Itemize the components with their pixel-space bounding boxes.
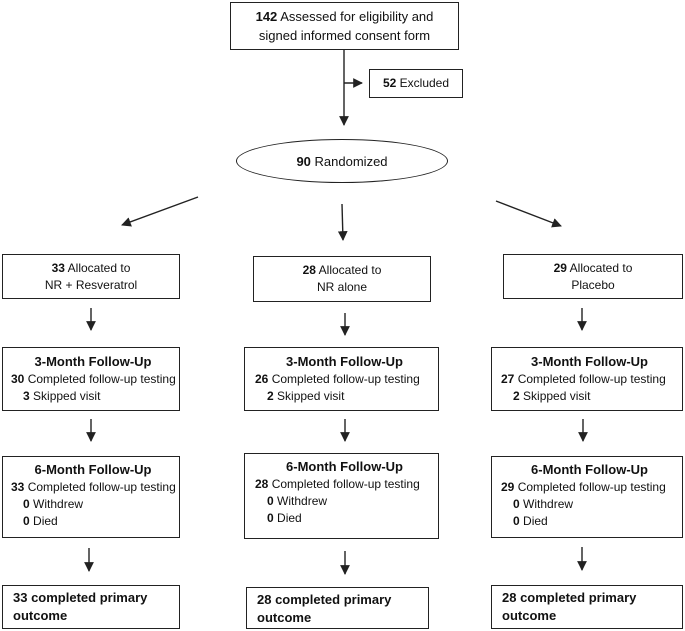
arm1-allocation-box: 33 Allocated to NR + Resveratrol — [2, 254, 180, 299]
arm3-m3-skipped-count: 2 — [513, 389, 520, 403]
arm1-3month-box: 3-Month Follow-Up 30 Completed follow-up… — [2, 347, 180, 411]
arm3-m3-completed-count: 27 — [501, 372, 515, 386]
excluded-box: 52 Excluded — [369, 69, 463, 98]
arm2-m3-completed-count: 26 — [255, 372, 269, 386]
randomized-count: 90 — [296, 153, 311, 169]
randomized-ellipse: 90 Randomized — [236, 139, 448, 183]
arm2-m3-completed-label: Completed follow-up testing — [271, 372, 420, 386]
arm2-alloc-label: Allocated to — [318, 263, 382, 277]
arm1-m3-completed-count: 30 — [11, 372, 25, 386]
arm1-m6-died-count: 0 — [23, 514, 30, 528]
arrow-to-arm3 — [495, 200, 562, 228]
randomized-label: Randomized — [314, 153, 388, 169]
arm3-6month-title: 6-Month Follow-Up — [531, 462, 648, 477]
arm1-m3-skipped-label: Skipped visit — [33, 389, 101, 403]
arm1-alloc-group: NR + Resveratrol — [44, 278, 138, 292]
arm2-alloc-group: NR alone — [316, 280, 368, 294]
arm1-m6-completed-label: Completed follow-up testing — [27, 480, 176, 494]
arm1-m6-died-label: Died — [33, 514, 58, 528]
arm2-final-line2: outcome — [257, 610, 312, 625]
arm2-m6-died-count: 0 — [267, 511, 274, 525]
arm1-alloc-label: Allocated to — [67, 261, 131, 275]
arm3-3month-box: 3-Month Follow-Up 27 Completed follow-up… — [491, 347, 683, 411]
arm3-m6-died-count: 0 — [513, 514, 520, 528]
arm3-m6-withdrew-count: 0 — [513, 497, 520, 511]
arrow-to-arm1 — [121, 196, 199, 227]
arm3-final-box: 28 completed primary outcome — [491, 585, 683, 629]
arm3-m3-skipped-label: Skipped visit — [523, 389, 591, 403]
assessed-box: 142 Assessed for eligibility and signed … — [230, 2, 459, 50]
arm2-m3-skipped-count: 2 — [267, 389, 274, 403]
arm1-m3-completed-label: Completed follow-up testing — [27, 372, 176, 386]
arm1-m3-skipped-count: 3 — [23, 389, 30, 403]
arm3-final-line1: 28 completed primary — [502, 590, 637, 605]
arm1-m6-withdrew-label: Withdrew — [33, 497, 84, 511]
arm2-6month-title: 6-Month Follow-Up — [286, 459, 403, 474]
assessed-line2: signed informed consent form — [258, 28, 431, 43]
arm1-alloc-count: 33 — [51, 261, 65, 275]
arm2-final-line1: 28 completed primary — [257, 592, 392, 607]
arm3-m6-completed-count: 29 — [501, 480, 515, 494]
arm2-allocation-box: 28 Allocated to NR alone — [253, 256, 431, 302]
arm2-m6-died-label: Died — [277, 511, 302, 525]
arm1-final-line2: outcome — [13, 608, 68, 623]
arm2-6month-box: 6-Month Follow-Up 28 Completed follow-up… — [244, 453, 439, 539]
arm3-m6-completed-label: Completed follow-up testing — [517, 480, 666, 494]
arm1-final-line1: 33 completed primary — [13, 590, 148, 605]
arm2-3month-title: 3-Month Follow-Up — [286, 354, 403, 369]
arm3-allocation-box: 29 Allocated to Placebo — [503, 254, 683, 299]
assessed-count: 142 — [255, 9, 278, 24]
arm3-alloc-group: Placebo — [571, 278, 615, 292]
arm3-m3-completed-label: Completed follow-up testing — [517, 372, 666, 386]
arm1-6month-box: 6-Month Follow-Up 33 Completed follow-up… — [2, 456, 180, 538]
arm2-m6-completed-count: 28 — [255, 477, 269, 491]
arm2-3month-box: 3-Month Follow-Up 26 Completed follow-up… — [244, 347, 439, 411]
arm2-m6-withdrew-count: 0 — [267, 494, 274, 508]
arm2-m6-completed-label: Completed follow-up testing — [271, 477, 420, 491]
arm3-m6-died-label: Died — [523, 514, 548, 528]
arm1-3month-title: 3-Month Follow-Up — [34, 354, 152, 369]
arm3-alloc-label: Allocated to — [569, 261, 633, 275]
excluded-label: Excluded — [399, 76, 450, 90]
arm1-m6-completed-count: 33 — [11, 480, 25, 494]
arm1-6month-title: 6-Month Follow-Up — [34, 462, 152, 477]
arm2-alloc-count: 28 — [302, 263, 316, 277]
arm1-final-box: 33 completed primary outcome — [2, 585, 180, 629]
arm2-m3-skipped-label: Skipped visit — [277, 389, 345, 403]
arm2-m6-withdrew-label: Withdrew — [277, 494, 328, 508]
arm3-final-line2: outcome — [502, 608, 557, 623]
arm3-3month-title: 3-Month Follow-Up — [531, 354, 648, 369]
arm1-m6-withdrew-count: 0 — [23, 497, 30, 511]
arm3-alloc-count: 29 — [553, 261, 567, 275]
arm2-final-box: 28 completed primary outcome — [246, 587, 429, 629]
arm3-6month-box: 6-Month Follow-Up 29 Completed follow-up… — [491, 456, 683, 538]
arm3-m6-withdrew-label: Withdrew — [523, 497, 574, 511]
assessed-line1: Assessed for eligibility and — [280, 9, 434, 24]
excluded-count: 52 — [382, 76, 397, 90]
arrow-to-arm2 — [337, 203, 348, 241]
